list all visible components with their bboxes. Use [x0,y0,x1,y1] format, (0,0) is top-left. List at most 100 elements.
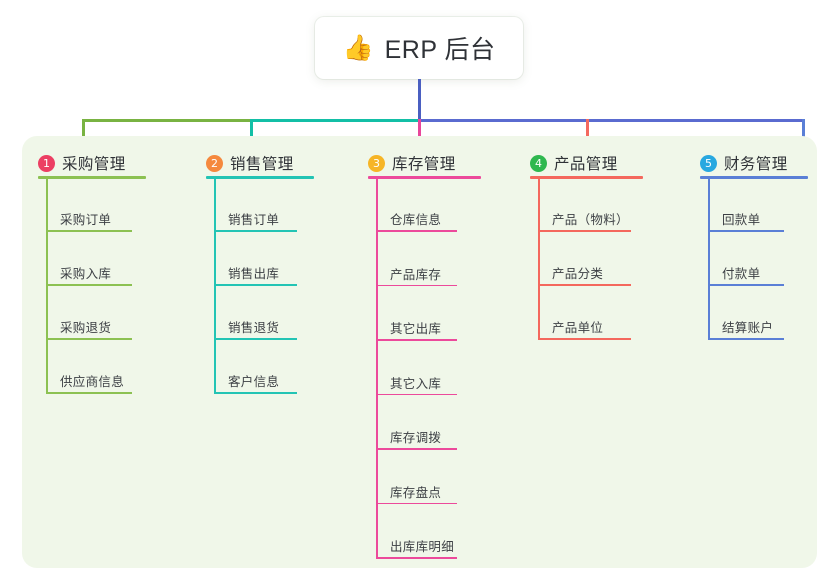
leaf-underline [376,230,457,232]
branch-header-rule [700,176,808,179]
trunk-line [417,79,421,121]
leaf-underline [46,338,132,340]
leaf-label: 产品（物料） [552,213,629,227]
leaf-underline [376,393,457,396]
leaf-label: 销售订单 [228,213,280,227]
leaf-node[interactable]: 仓库信息 [368,209,518,241]
branch-header-5[interactable]: 5 财务管理 [700,150,788,176]
branch-header-rule [206,176,314,179]
connector-drop-3 [417,119,421,147]
leaf-label: 结算账户 [722,321,774,335]
leaf-underline [538,230,631,232]
leaf-node[interactable]: 出库库明细 [368,536,518,568]
connector-bar-segment-2 [249,119,421,122]
branch-spine [538,179,540,339]
branch-header-rule [38,176,146,179]
leaf-underline [376,339,457,341]
leaf-label: 仓库信息 [390,213,442,227]
leaf-label: 供应商信息 [60,375,125,389]
leaf-label: 库存调拨 [390,431,442,445]
leaf-node[interactable]: 产品分类 [530,263,680,295]
branch-column-1: 1 采购管理采购订单采购入库采购退货供应商信息 [38,0,198,588]
leaf-node[interactable]: 供应商信息 [38,371,188,403]
leaf-node[interactable]: 销售退货 [206,317,356,349]
leaf-underline [214,392,297,394]
leaf-label: 回款单 [722,213,761,227]
connector-drop-5 [801,119,805,147]
branch-header-1[interactable]: 1 采购管理 [38,150,126,176]
leaf-node[interactable]: 回款单 [700,209,839,241]
leaf-label: 销售退货 [228,321,280,335]
branch-column-2: 2 销售管理销售订单销售出库销售退货客户信息 [206,0,366,588]
leaf-underline [376,557,457,559]
leaf-node[interactable]: 采购入库 [38,263,188,295]
branch-header-rule [530,176,643,179]
branch-index-badge: 5 [700,154,717,172]
leaf-node[interactable]: 结算账户 [700,317,839,349]
leaf-node[interactable]: 付款单 [700,263,839,295]
branch-title: 采购管理 [62,156,126,173]
leaf-node[interactable]: 采购订单 [38,209,188,241]
leaf-node[interactable]: 库存调拨 [368,427,518,459]
branch-header-rule [368,176,481,179]
leaf-node[interactable]: 销售出库 [206,263,356,295]
leaf-underline [708,338,784,340]
branch-title: 库存管理 [392,156,456,173]
leaf-label: 采购入库 [60,267,112,281]
leaf-label: 销售出库 [228,267,280,281]
leaf-underline [46,284,132,286]
branch-index-badge: 2 [206,154,223,172]
leaf-label: 产品分类 [552,267,604,281]
leaf-label: 库存盘点 [390,485,442,500]
branch-header-2[interactable]: 2 销售管理 [206,150,294,176]
connector-drop-4 [585,119,589,147]
leaf-label: 采购订单 [60,213,112,227]
connector-bar-segment-1 [81,119,253,122]
leaf-underline [376,502,457,505]
leaf-underline [46,230,132,232]
leaf-underline [214,284,297,286]
thumbs-up-icon: 👍 [342,33,374,62]
leaf-node[interactable]: 其它入库 [368,373,518,405]
branch-spine [214,179,216,393]
leaf-underline [538,338,631,340]
leaf-node[interactable]: 产品库存 [368,264,518,296]
leaf-underline [214,338,297,340]
leaf-label: 出库库明细 [390,540,455,554]
leaf-label: 付款单 [722,267,761,281]
leaf-label: 产品单位 [552,321,604,335]
leaf-underline [376,284,457,287]
leaf-node[interactable]: 库存盘点 [368,482,518,514]
leaf-underline [376,448,457,450]
connector-bar-segment-3 [417,119,805,122]
branch-spine [46,179,48,393]
leaf-underline [708,230,784,232]
leaf-underline [214,230,297,232]
branch-title: 财务管理 [724,156,788,173]
branch-column-3: 3 库存管理仓库信息产品库存其它出库其它入库库存调拨库存盘点出库库明细 [368,0,528,588]
branch-title: 销售管理 [230,156,294,173]
leaf-label: 其它入库 [390,376,442,391]
leaf-node[interactable]: 采购退货 [38,317,188,349]
leaf-node[interactable]: 产品单位 [530,317,680,349]
leaf-underline [708,284,784,286]
leaf-underline [538,284,631,286]
leaf-node[interactable]: 销售订单 [206,209,356,241]
branch-index-badge: 3 [368,154,385,172]
leaf-label: 其它出库 [390,322,442,336]
branch-spine [708,179,710,339]
branch-index-badge: 1 [38,154,55,172]
branch-header-3[interactable]: 3 库存管理 [368,150,456,176]
branches-panel [22,136,817,568]
connector-drop-1 [81,119,85,147]
connector-drop-2 [249,119,253,147]
leaf-node[interactable]: 产品（物料） [530,209,680,241]
leaf-node[interactable]: 客户信息 [206,371,356,403]
leaf-label: 采购退货 [60,321,112,335]
leaf-node[interactable]: 其它出库 [368,318,518,350]
root-node-card[interactable]: 👍 ERP 后台 [315,17,523,79]
branch-column-5: 5 财务管理回款单付款单结算账户 [700,0,839,588]
